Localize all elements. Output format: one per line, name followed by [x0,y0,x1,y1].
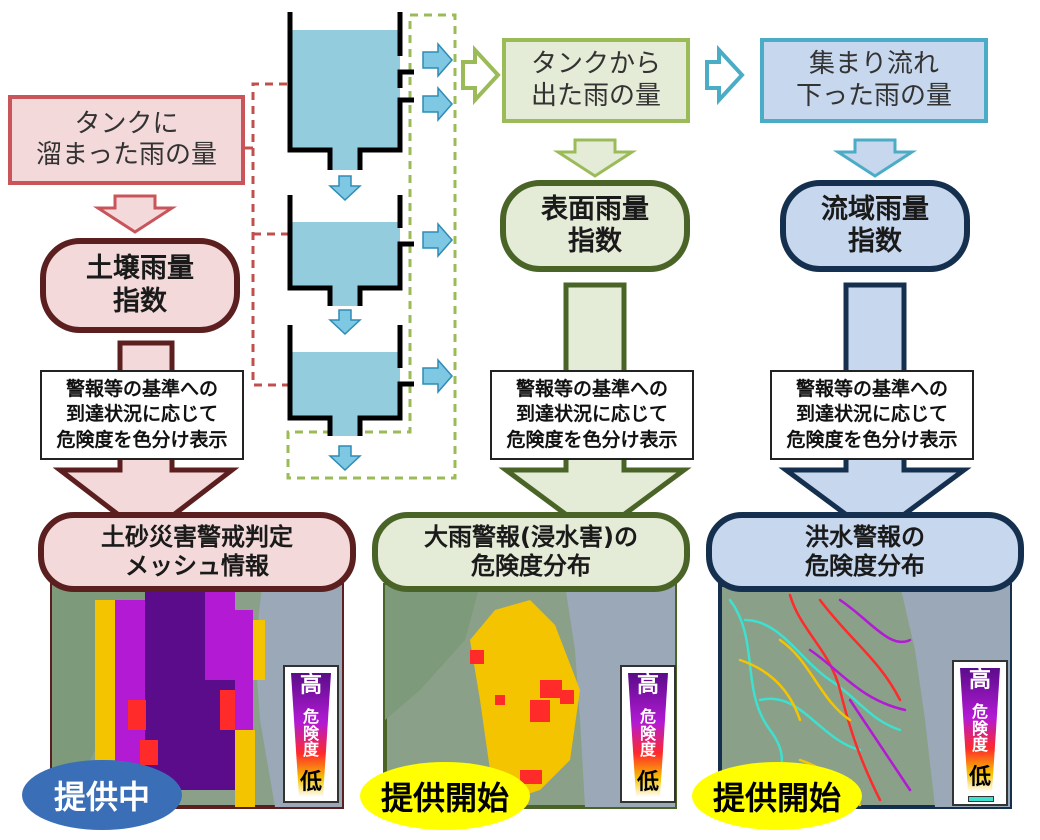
soil-status-badge: 提供中 [22,760,182,830]
arrow-to-surface [461,44,501,106]
surface-runoff-outline [286,13,457,480]
tank-3 [287,325,414,436]
basin-legend-low: 低 [968,764,991,790]
surface-index-label: 表面雨量 指数 [500,180,690,272]
arrow-surface-down [552,138,638,178]
basin-criteria-text: 警報等の基準への 到達状況に応じて 危険度を色分け表示 [770,370,974,460]
soil-legend-middle: 危 険 度 [302,706,319,760]
tank-2 [287,195,414,306]
soil-legend-high: 高 [299,672,322,698]
outflow-arrows [328,42,453,472]
soil-index-label: 土壌雨量 指数 [40,238,240,333]
surface-legend-low: 低 [636,769,659,795]
basin-legend-swatch [968,796,994,802]
basin-index-label: 流域雨量 指数 [780,180,970,272]
surface-product-label: 大雨警報(浸水害)の 危険度分布 [372,512,690,592]
surface-legend-middle: 危 険 度 [639,706,656,760]
surface-status-badge: 提供開始 [360,762,530,830]
arrow-to-basin [705,44,745,106]
basin-legend-middle: 危 険 度 [971,701,988,755]
surface-criteria-text: 警報等の基準への 到達状況に応じて 危険度を色分け表示 [490,370,694,460]
soil-product-label: 土砂災害警戒判定 メッシュ情報 [38,512,356,592]
surface-legend-high: 高 [636,672,659,698]
soil-criteria-text: 警報等の基準への 到達状況に応じて 危険度を色分け表示 [40,370,244,460]
surface-source-box: タンクから 出た雨の量 [502,38,690,123]
tank-1 [287,12,414,170]
arrow-soil-down [92,194,178,234]
soil-legend-low: 低 [299,769,322,795]
soil-source-box: タンクに 溜まった雨の量 [8,95,245,185]
surface-legend: 高 危 険 度 低 [620,665,676,803]
basin-product-label: 洪水警報の 危険度分布 [706,512,1024,592]
basin-source-box: 集まり流れ 下った雨の量 [760,38,988,123]
soil-legend: 高 危 険 度 低 [283,665,339,803]
basin-status-badge: 提供開始 [692,762,862,830]
basin-legend: 高 危 険 度 低 [952,660,1008,806]
basin-legend-high: 高 [968,667,991,693]
arrow-basin-down [832,138,918,178]
